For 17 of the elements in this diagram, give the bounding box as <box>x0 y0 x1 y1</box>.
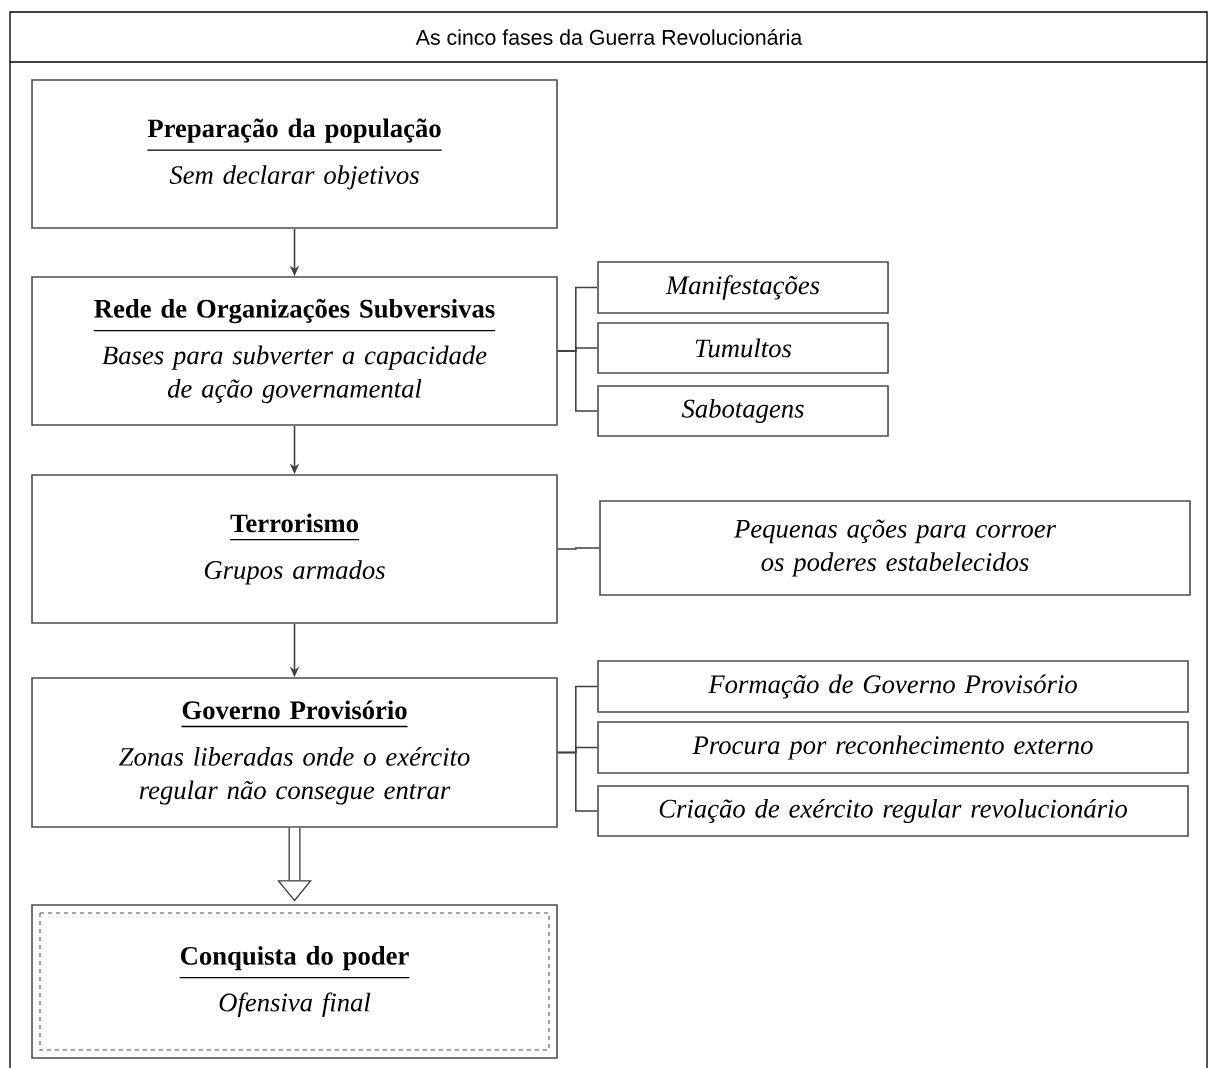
connector <box>557 547 600 550</box>
connector <box>277 827 312 902</box>
phase-box: Conquista do poder Ofensiva final <box>31 904 558 1059</box>
phase-box: Terrorismo Grupos armados <box>31 474 558 624</box>
action-box: Formação de Governo Provisório <box>597 660 1189 713</box>
action-box: Procura por reconhecimento externo <box>597 721 1189 774</box>
phase-box: Rede de Organizações Subversivas Bases para subverter a capacidade de ação governamental <box>31 276 558 426</box>
phase-box: Governo Provisório Zonas liberadas onde o exército regular não consegue entrar <box>31 677 558 828</box>
action-box: Pequenas ações para corroer os poderes estabelecidos <box>599 500 1191 596</box>
action-box: Criação de exército regular revolucionário <box>597 785 1189 837</box>
connector <box>557 751 598 812</box>
phase-box: Preparação da população Sem declarar objetivos <box>31 79 558 229</box>
action-box: Manifestações <box>597 261 889 314</box>
action-box: Tumultos <box>597 322 889 374</box>
action-box: Sabotagens <box>597 385 889 437</box>
title: As cinco fases da Guerra Revolucionária <box>415 29 803 45</box>
connector <box>557 350 598 412</box>
